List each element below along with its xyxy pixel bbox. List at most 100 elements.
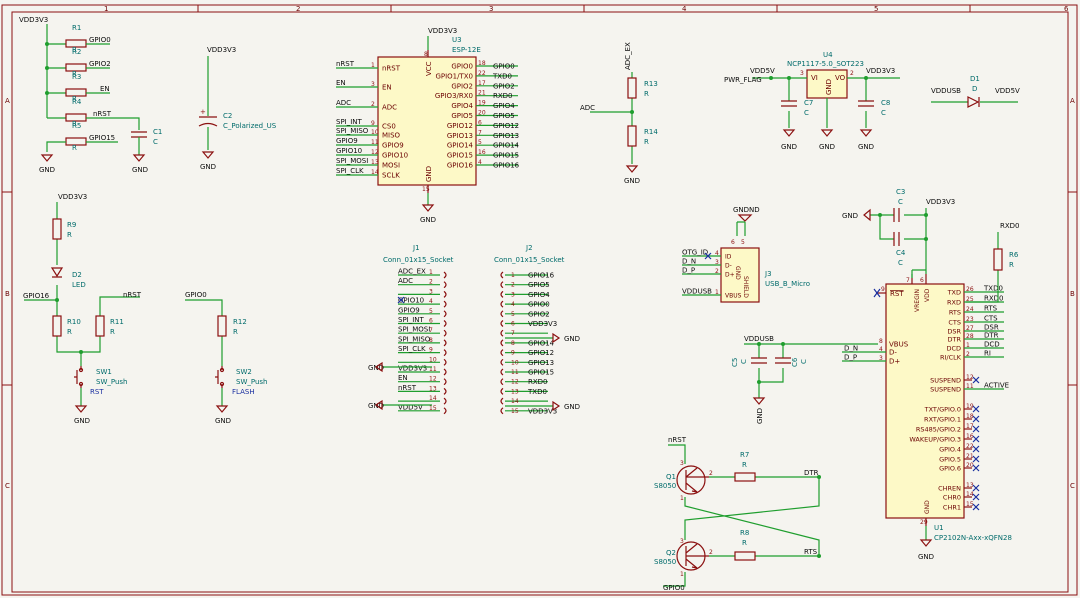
- sw1-ref: SW1: [96, 368, 112, 376]
- u3-net-label: SPI_MISO: [336, 127, 369, 135]
- j2-pin-num: 15: [511, 408, 519, 415]
- adc-divider[interactable]: ADC_EX R13 R R14 R ADC GND: [580, 42, 658, 185]
- u3-net-label: GPIO13: [493, 132, 519, 140]
- j1-socket: [443, 349, 447, 357]
- q1-p1: 1: [680, 495, 684, 502]
- gnd-label: GND: [781, 143, 797, 151]
- u1-pin-name: VBUS: [889, 341, 909, 349]
- u1-pin-name: CHR0: [943, 494, 961, 502]
- u3-esp12e[interactable]: VDD3V3 8 U3 ESP-12E VCC GND 15 GND nRST1…: [336, 27, 520, 224]
- vdd-label: VDD3V3: [19, 16, 48, 24]
- u1-pin-num: 1: [966, 342, 970, 349]
- u3-pin-name: GPIO15: [447, 152, 473, 160]
- gnd-label: GND: [564, 403, 580, 411]
- u3-pin-name: GPIO13: [447, 132, 473, 140]
- net-adc-ex: ADC_EX: [624, 42, 632, 70]
- u3-pin-num: 12: [371, 149, 379, 156]
- j1-socket: [443, 329, 447, 337]
- u3-pin-num: 5: [478, 139, 482, 146]
- vddusb-label: VDDUSB: [744, 335, 774, 343]
- j1-net-label: SPI_MOSI: [398, 326, 430, 334]
- j3-pin-num: 3: [715, 259, 719, 266]
- u3-pin-num: 3: [371, 81, 375, 88]
- r11-ref: R11: [110, 318, 124, 326]
- u3-pin-name: ADC: [382, 104, 397, 112]
- j2-socket: [500, 358, 504, 366]
- u4-regulator[interactable]: U4 NCP1117-5.0_SOT223 VI VO GND 3 2 VDD5…: [724, 51, 900, 151]
- r8-ref: R8: [740, 529, 749, 537]
- r14-ref: R14: [644, 128, 658, 136]
- gnd-label: GND: [368, 402, 384, 410]
- u1-pin-num: 21: [966, 453, 974, 460]
- j2-pin-num: 8: [511, 340, 515, 347]
- u3-net-label: GPIO14: [493, 142, 520, 150]
- j2-socket: [500, 349, 504, 357]
- u3-net-label: GPIO15: [493, 152, 519, 160]
- vdd5-label: VDD5V: [750, 67, 775, 75]
- r7-ref: R7: [740, 451, 749, 459]
- c3-val: C: [898, 198, 903, 206]
- j1-nc-mark: [397, 296, 405, 304]
- u1-pin-num: 28: [966, 333, 974, 340]
- j1-pin-num: 13: [429, 385, 437, 392]
- gnd-label: GND: [858, 143, 874, 151]
- u3-pin-name: GPIO4: [451, 102, 473, 110]
- j1-socket: [443, 300, 447, 308]
- j3-net-label: D_N: [682, 258, 696, 266]
- j3-pin-name: ID: [725, 254, 732, 261]
- c2-val: C_Polarized_US: [223, 122, 277, 130]
- col-6: 6: [1064, 5, 1069, 13]
- c6-val: C: [800, 359, 808, 364]
- j1-net-label: SPI_CLK: [398, 345, 426, 353]
- r8-val: R: [742, 539, 747, 547]
- u1-net-label: RTS: [984, 305, 998, 313]
- j2-net-label: GPIO16: [528, 272, 555, 280]
- u1-pin-num: 8: [879, 338, 883, 345]
- u3-pin-name: EN: [382, 84, 392, 92]
- q2-p3: 3: [680, 538, 684, 545]
- u1-rst: RST: [890, 290, 904, 298]
- u3-pin-name: GPIO10: [382, 152, 408, 160]
- u1-net-label: RXD0: [984, 295, 1004, 303]
- u3-net-label: RXD0: [493, 92, 513, 100]
- u3-pin-name: GPIO16: [447, 162, 474, 170]
- j1-connector[interactable]: J1 Conn_01x15_Socket 1ADC_EX2ADC34GPIO10…: [368, 244, 454, 415]
- u3-net-label: SPI_CLK: [336, 167, 364, 175]
- c4-val: C: [898, 259, 903, 267]
- flash-block[interactable]: GPIO0 R12 R SW2 SW_Push FLASH GND: [185, 291, 267, 425]
- j1-socket: [443, 320, 447, 327]
- u1-pin-num: 15: [966, 501, 974, 508]
- autoreset-block[interactable]: nRST Q1 S8050 Q2 S8050 3 2 1 3 2 1 R7 R …: [654, 436, 821, 592]
- r7-val: R: [742, 461, 747, 469]
- u1-pin-num: 23: [966, 316, 974, 323]
- vbus-caps[interactable]: VDDUSB C5 C C6 C GND: [731, 335, 878, 424]
- u1-pin-name: GPIO.5: [939, 456, 961, 464]
- j3-usb-connector[interactable]: GNDND 6 5 SHIELD GND J3 USB_B_Micro OTG_…: [682, 206, 810, 303]
- gnd-label: GND: [215, 417, 231, 425]
- j1-socket: [443, 407, 447, 415]
- u3-pin-name: GPIO14: [447, 142, 474, 150]
- j1-net-label: ADC_EX: [398, 268, 426, 276]
- u1-pin-num: 26: [966, 286, 974, 293]
- u1-pin-num: 2: [966, 351, 970, 358]
- u3-pin-name: MOSI: [382, 162, 400, 170]
- j3-pin-name: VBUS: [725, 293, 742, 300]
- u1-cp2102n[interactable]: VDD3V3 C3 C C4 C GND 7 6 VREGIN VDD GND …: [842, 188, 1020, 561]
- r12-val: R: [233, 328, 238, 336]
- u1-pin-num: 27: [966, 325, 974, 332]
- row-b-right: B: [1070, 290, 1075, 298]
- j2-socket: [500, 397, 504, 405]
- u3-net-label: GPIO5: [493, 112, 515, 120]
- u3-pin-num: 22: [478, 70, 486, 77]
- u3-pin-num: 21: [478, 90, 486, 97]
- pullup-block[interactable]: VDD3V3 R1R R2R R3R R4R R5R GPIO0 GPIO2 E…: [19, 16, 162, 174]
- d1-diode[interactable]: D1 D VDDUSB VDD5V: [931, 75, 1020, 108]
- c2-capacitor[interactable]: VDD3V3 + C2 C_Polarized_US GND: [198, 46, 277, 171]
- u3-net-label: SPI_INT: [336, 118, 363, 126]
- net-gpio0: GPIO0: [663, 584, 685, 592]
- u1-pin-num: 13: [966, 482, 974, 489]
- j2-pin-num: 2: [511, 282, 515, 289]
- led-reset-block[interactable]: VDD3V3 R9 R D2 LED GPIO16 nRST R10 R R11…: [23, 193, 142, 425]
- u3-net-label: GPIO12: [493, 122, 519, 130]
